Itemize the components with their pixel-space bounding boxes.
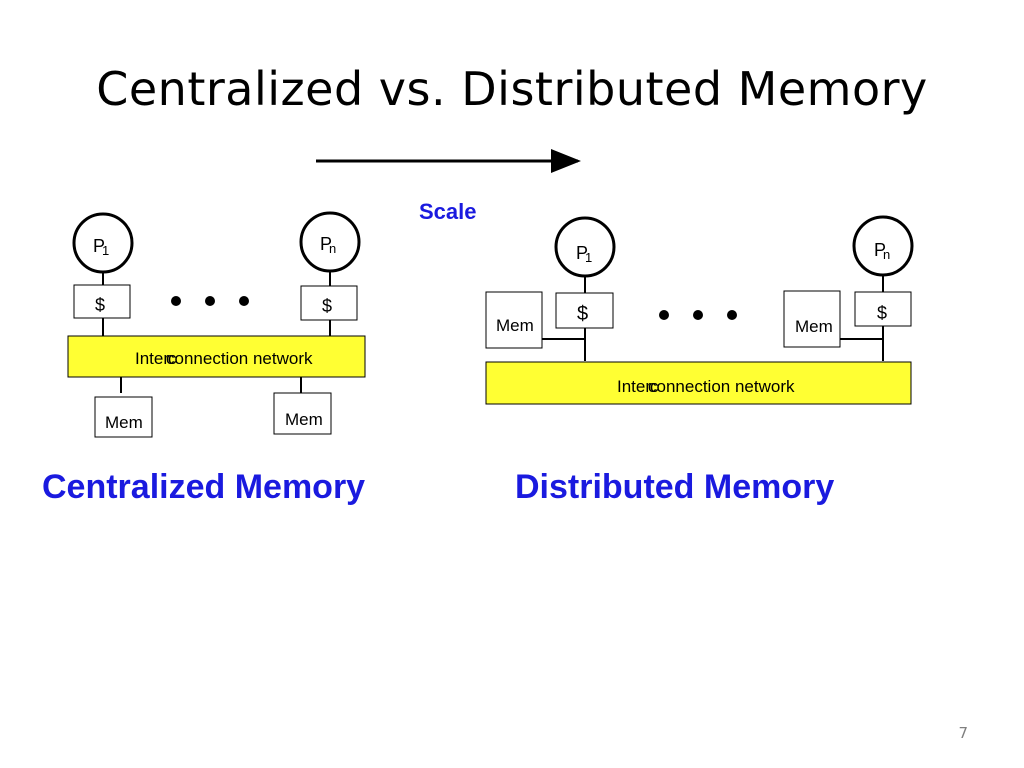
memory-right [273,392,332,435]
centralized-diagram: P 1 $ P n $ Inter c connection network M… [67,211,366,438]
ellipsis-dot [171,296,181,306]
memory-left-label: Mem [105,413,143,432]
distributed-diagram: P 1 $ Mem P n $ Mem Inter c connection n… [485,215,914,405]
distributed-memory-caption: Distributed Memory [515,468,835,506]
cache-left-label: $ [577,303,588,325]
processor-pn-subscript: n [883,247,890,262]
memory-right-label: Mem [285,410,323,429]
page-number: 7 [958,724,968,742]
memory-left [485,291,543,349]
centralized-network-label: Inter [135,349,169,368]
network-label-prefix: Inter [135,349,169,368]
distributed-network-bar [485,361,912,405]
memory-right [783,290,841,348]
memory-right-label: Mem [795,317,833,336]
scale-label: Scale [419,199,477,224]
ellipsis-dot [659,310,669,320]
ellipsis-dot [205,296,215,306]
processor-p1-subscript: 1 [585,250,592,265]
processor-pn-subscript: n [329,241,336,256]
ellipsis-dot [239,296,249,306]
network-label-overlap: c [650,377,659,396]
processor-p1-label: P [576,243,588,263]
ellipsis-dot [693,310,703,320]
cache-left [555,292,614,329]
memory-left-label: Mem [496,316,534,335]
cache-right-label: $ [877,303,887,323]
cache-right-label: $ [322,296,332,316]
ellipsis-dot [727,310,737,320]
slide-title: Centralized vs. Distributed Memory [96,62,928,116]
centralized-memory-caption: Centralized Memory [42,468,366,506]
processor-p1-label: P [93,236,105,256]
cache-left-label: $ [95,295,105,315]
network-label-rest: connection network [648,377,795,396]
network-label-prefix: Inter [617,377,651,396]
processor-pn-label: P [874,240,886,260]
processor-pn-label: P [320,234,332,254]
processor-p1-subscript: 1 [102,243,109,258]
network-label-rest: connection network [166,349,313,368]
centralized-network-bar [67,335,366,378]
cache-right [854,291,912,327]
network-label-overlap: c [168,349,177,368]
memory-left [94,396,153,438]
